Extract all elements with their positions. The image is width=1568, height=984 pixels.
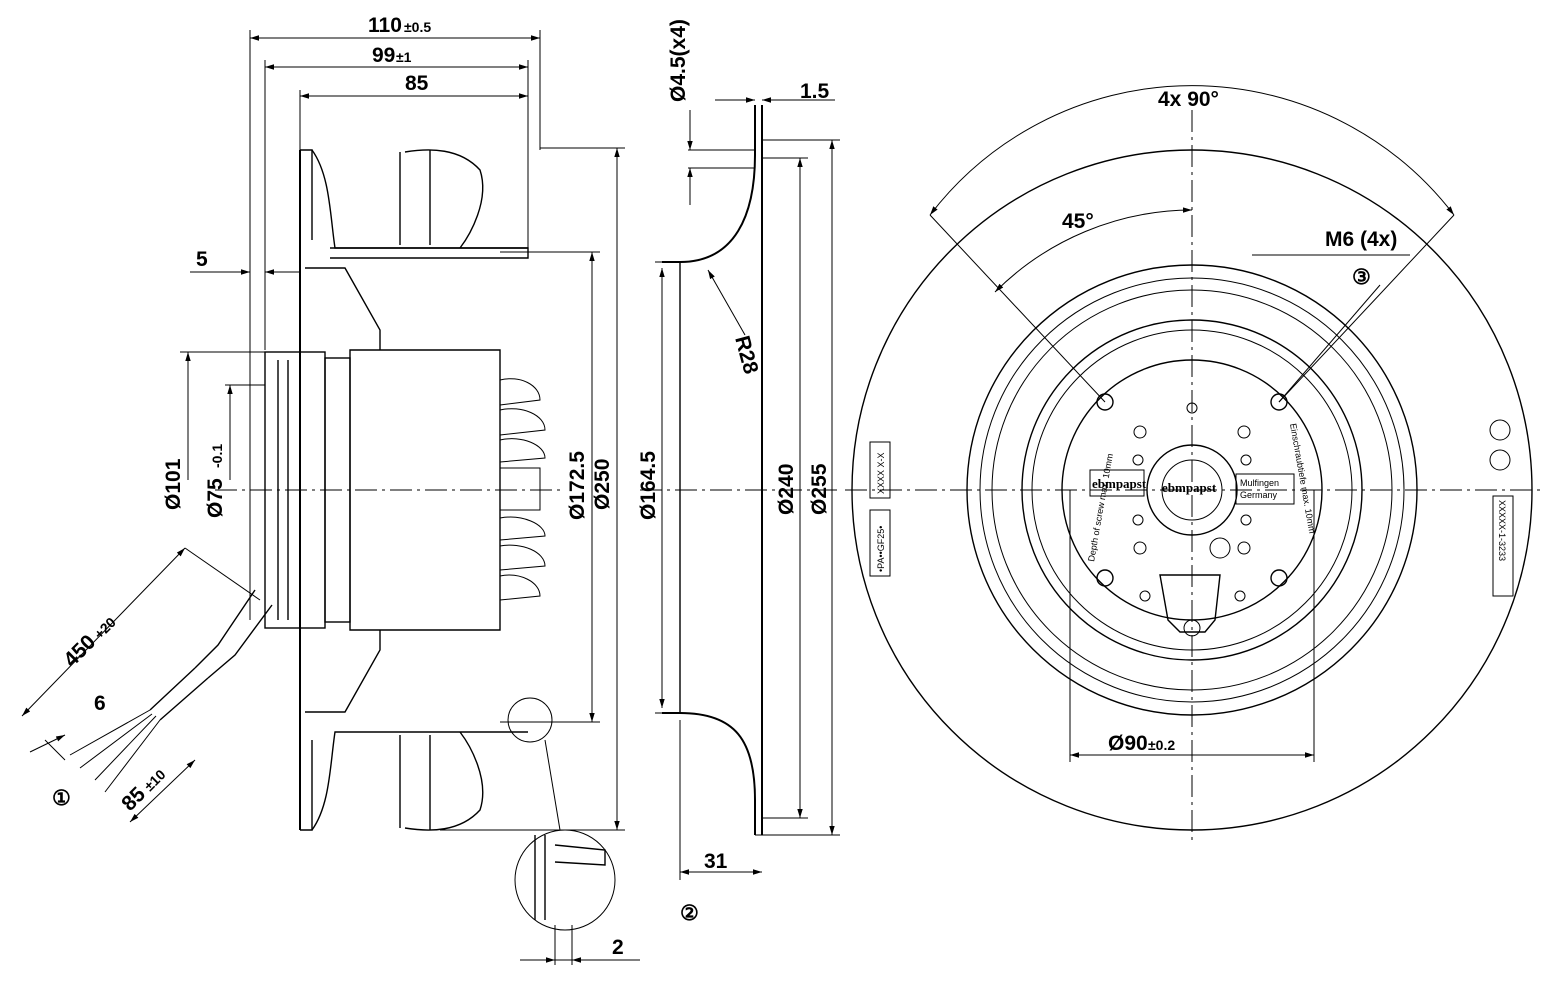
dim-85: 85	[405, 72, 429, 95]
dia-255: Ø255	[808, 463, 831, 515]
dim-5: 5	[196, 248, 208, 271]
tol-90: ±0.2	[1148, 737, 1175, 753]
brand-logo-center: ebmpapst	[1162, 480, 1217, 495]
side-view-labels: 110 ±0.5 99 ±1 85 5 Ø101 Ø75 -0.1 Ø172.5…	[52, 14, 624, 959]
hole-diameter: Ø4.5(x4)	[667, 19, 690, 102]
dim-31: 31	[704, 850, 728, 873]
label-xxxx: XXXX X-X	[876, 452, 886, 494]
tol-110: ±0.5	[404, 19, 431, 35]
screw-depth-note: Depth of screw max. 10mm	[1086, 453, 1115, 563]
label-pa: •PA••GF25•	[876, 526, 886, 572]
note-2: ②	[680, 902, 699, 925]
screw-depth-note-de: Einschraubtiefe max. 10mm	[1288, 423, 1317, 535]
dia-250: Ø250	[591, 459, 614, 510]
dim-110: 110	[368, 14, 402, 37]
dia-90: Ø90	[1108, 732, 1148, 755]
dim-99: 99	[372, 44, 395, 67]
origin-city: Mulfingen	[1240, 478, 1279, 488]
note-3: ③	[1352, 266, 1371, 289]
brand-logo-left: ebmpapst	[1092, 476, 1147, 491]
dia-172-5: Ø172.5	[566, 451, 589, 520]
tol-75: -0.1	[209, 444, 225, 468]
dim-1-5: 1.5	[800, 80, 830, 103]
dia-240: Ø240	[775, 464, 798, 515]
note-1: ①	[52, 787, 71, 810]
tol-99: ±1	[396, 49, 412, 65]
bolt-holes	[1096, 393, 1288, 602]
label-part-number: XXXXX-1-3233	[1497, 500, 1507, 561]
tol-85-wire: ±10	[141, 766, 169, 794]
origin-country: Germany	[1240, 490, 1278, 500]
dim-2: 2	[612, 936, 624, 959]
angle-45: 45°	[1062, 210, 1094, 233]
dia-101: Ø101	[162, 458, 185, 510]
inlet-ring-view	[640, 97, 840, 880]
dia-164-5: Ø164.5	[637, 451, 660, 520]
angle-4x90: 4x 90°	[1158, 88, 1219, 111]
cable-length-tol: +20	[91, 614, 119, 642]
dia-75: Ø75	[204, 478, 227, 518]
cooling-fins	[499, 378, 546, 601]
cable-length: 450	[59, 630, 100, 671]
front-view	[845, 85, 1540, 840]
dim-6: 6	[94, 692, 106, 715]
side-view	[21, 30, 640, 965]
cable	[21, 547, 273, 823]
radius-r28: R28	[730, 333, 762, 376]
ring-view-labels: Ø4.5(x4) 1.5 R28 Ø164.5 Ø240 Ø255 31 ②	[637, 19, 831, 925]
thread-m6: M6 (4x)	[1325, 228, 1397, 251]
